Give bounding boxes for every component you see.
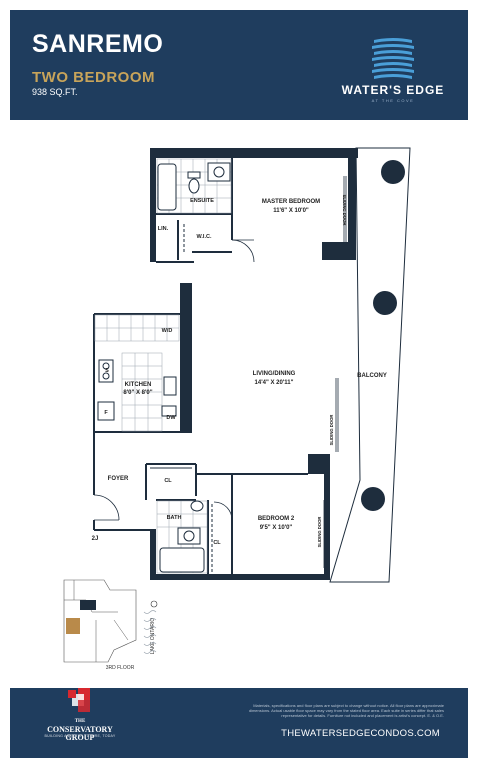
bath-toilet <box>190 500 204 512</box>
wic-label: W.I.C. <box>197 234 212 240</box>
bath-label: BATH <box>167 515 182 521</box>
lake-label: LAKE ONTARIO <box>150 618 156 655</box>
linen-label: LIN. <box>158 226 169 232</box>
fixtures <box>97 162 231 573</box>
bedroom2-closet-label: CL <box>213 540 221 546</box>
sliding-door-master-label: SLIDING DOOR <box>342 195 347 226</box>
brand-tagline: AT THE COVE <box>371 98 415 103</box>
developer-tagline: BUILDING A BETTER FUTURE, TODAY <box>44 734 116 738</box>
kitchen-island <box>163 376 177 396</box>
brand-name: WATER'S EDGE <box>341 83 445 97</box>
living-dining-label: LIVING/DINING <box>253 371 296 377</box>
bedroom2-dim: 9'5" X 10'0" <box>260 525 293 531</box>
bedroom2-label: BEDROOM 2 <box>258 516 295 522</box>
key-plan: 3RD FLOOR LAKE ONTARIO <box>63 579 158 671</box>
key-plan-highlight <box>66 618 80 634</box>
stove-label: S <box>105 368 109 374</box>
developer-name: THE CONSERVATORY GROUP <box>47 719 113 742</box>
door-swings <box>93 239 255 521</box>
exterior-walls <box>150 148 358 580</box>
washer-dryer-label: W/D <box>162 328 173 334</box>
unit-number: 2J <box>92 536 99 542</box>
living-dining-dim: 14'4" X 20'11" <box>255 380 294 386</box>
conservatory-group-logo-icon <box>68 688 90 712</box>
fridge-label: F <box>104 410 108 416</box>
dishwasher-label: DW <box>166 415 176 421</box>
balcony-column <box>361 487 385 511</box>
kitchen-sink <box>98 359 114 383</box>
ensuite-toilet <box>188 178 200 194</box>
tile-floor <box>94 158 232 574</box>
lake-waves-icon <box>143 610 157 654</box>
balcony-column <box>373 291 397 315</box>
fridge <box>97 401 115 421</box>
master-bedroom-label: MASTER BEDROOM <box>262 199 320 205</box>
interior-walls <box>93 158 308 574</box>
master-bedroom-dim: 11'6" X 10'0" <box>273 208 309 214</box>
dishwasher <box>161 405 177 417</box>
suite-area: 938 SQ.FT. <box>32 87 78 97</box>
compass-icon <box>150 600 158 608</box>
closet-rods <box>150 224 213 572</box>
foyer-closet-label: CL <box>164 478 172 484</box>
waters-edge-logo-icon <box>372 38 414 79</box>
balcony-outline <box>329 147 411 583</box>
sliding-door-living-label: SLIDING DOOR <box>329 415 334 446</box>
balcony-label: BALCONY <box>357 373 387 379</box>
bath-tub <box>159 547 205 573</box>
disclaimer: Materials, specifications and floor plan… <box>248 703 444 718</box>
suite-type: TWO BEDROOM <box>32 69 155 86</box>
ensuite-tub <box>157 163 177 211</box>
foyer-label: FOYER <box>108 476 129 482</box>
website-link[interactable]: THEWATERSEDGECONDOS.COM <box>281 728 440 739</box>
suite-name: SANREMO <box>32 30 164 58</box>
ensuite-label: ENSUITE <box>190 198 214 204</box>
kitchen-dim: 8'0" X 8'0" <box>123 390 152 396</box>
sliding-tracks <box>323 176 347 568</box>
floor-label: 3RD FLOOR <box>106 665 135 671</box>
balcony-column <box>381 160 405 184</box>
sliding-door-bedroom2-label: SLIDING DOOR <box>317 517 322 548</box>
kitchen-label: KITCHEN <box>125 382 152 388</box>
